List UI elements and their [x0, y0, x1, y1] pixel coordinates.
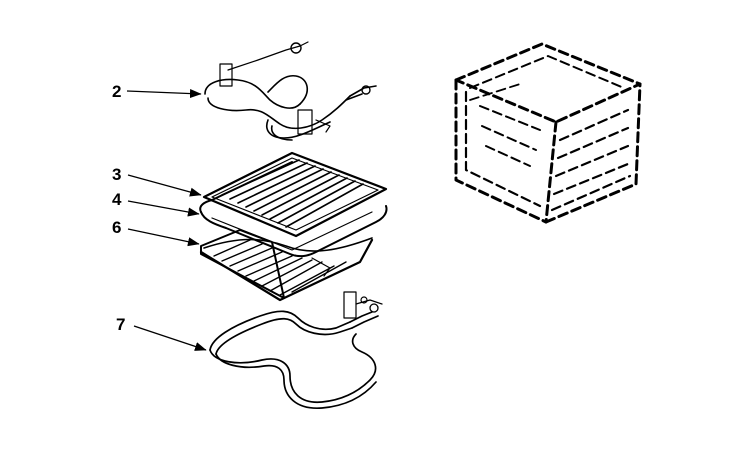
oven-cavity-outline	[454, 42, 642, 224]
broiler-pan	[199, 229, 374, 302]
bake-element	[209, 291, 383, 409]
callout-label-6: 6	[112, 218, 121, 237]
broil-element	[204, 41, 377, 141]
leader-line-4	[127, 200, 200, 217]
callout-label-4: 4	[112, 190, 122, 209]
callout-label-3: 3	[112, 165, 121, 184]
leader-line-3	[127, 174, 202, 197]
callout-label-2: 2	[112, 82, 121, 101]
broiler-grid	[202, 151, 388, 238]
leader-line-6	[127, 228, 200, 247]
leader-line-7	[133, 325, 207, 351]
broiler-pan-insert	[199, 161, 388, 258]
leader-line-2	[126, 89, 202, 99]
callout-label-7: 7	[116, 315, 125, 334]
